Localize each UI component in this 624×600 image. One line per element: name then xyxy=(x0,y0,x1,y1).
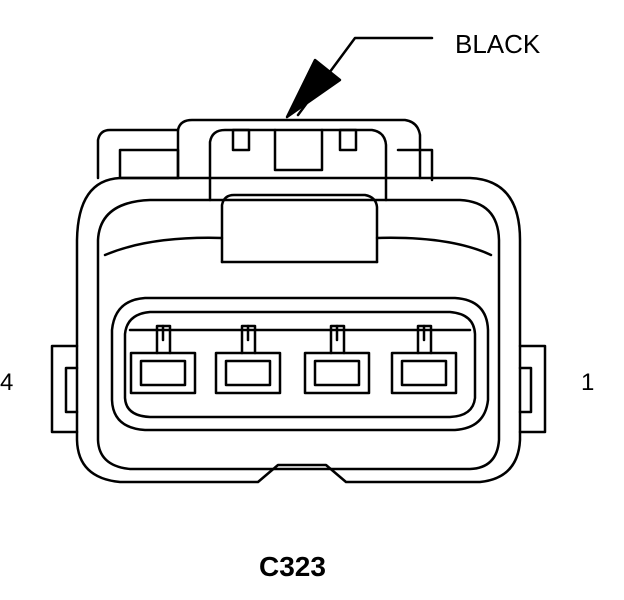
terminal-1 xyxy=(390,324,458,395)
leader-arrowhead xyxy=(285,58,342,119)
connector-outer-body xyxy=(75,176,522,484)
left-lock-inner xyxy=(64,366,79,414)
left-lock-tab xyxy=(50,344,79,434)
connector-inner-body xyxy=(96,198,501,471)
cavity-inner xyxy=(123,310,477,419)
connector-id: C323 xyxy=(259,551,326,582)
right-lock-inner xyxy=(518,366,533,414)
inner-arch-right xyxy=(375,236,493,257)
latch-notch-right xyxy=(338,128,358,152)
latch-tab xyxy=(273,128,324,172)
terminal-4 xyxy=(129,324,197,395)
cavity-outer xyxy=(110,296,490,432)
latch-outer xyxy=(176,118,422,180)
terminal-2 xyxy=(303,324,371,395)
terminal-3 xyxy=(214,324,282,395)
pin-number-right: 1 xyxy=(581,369,595,396)
latch-window xyxy=(220,193,379,264)
left-ear xyxy=(96,128,180,180)
latch-notch-left xyxy=(231,128,251,152)
pin-number-left: 4 xyxy=(0,369,14,396)
right-lock-tab xyxy=(518,344,547,434)
right-ear xyxy=(396,148,434,182)
inner-arch-left xyxy=(103,236,224,257)
latch-inner xyxy=(208,128,388,202)
connector-color-label: BLACK xyxy=(455,29,541,59)
left-ear-slot xyxy=(118,148,180,180)
